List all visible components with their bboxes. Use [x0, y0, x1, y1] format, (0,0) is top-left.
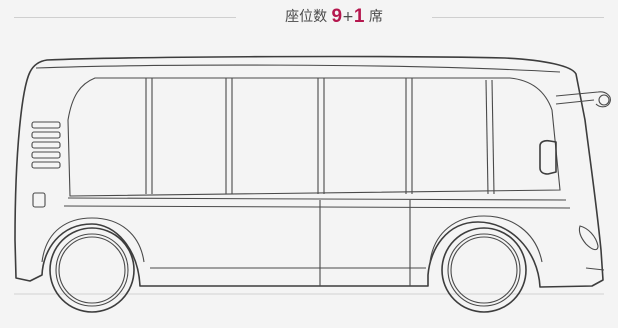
seat-count-title: 座位数 9+1 席	[236, 6, 432, 28]
front-wiper	[555, 99, 595, 105]
front-wheel-arch	[429, 215, 543, 263]
roof-edge	[35, 64, 561, 73]
window-pillar-5	[485, 79, 489, 195]
seat-count-number: 9	[331, 6, 343, 27]
seat-count-suffix: 席	[368, 9, 383, 25]
rear-wheel	[49, 227, 135, 313]
window-pillar-5b	[491, 79, 495, 195]
front-bumper	[585, 267, 605, 271]
vent-grille	[31, 121, 61, 169]
antenna-tip-icon	[598, 94, 610, 106]
header-divider-left	[14, 17, 236, 18]
headlight	[578, 225, 599, 251]
window-band	[67, 77, 561, 197]
rear-lamp	[32, 192, 46, 208]
bus-body-outline	[14, 55, 604, 288]
seat-count-extra: 1	[353, 6, 365, 27]
front-wheel	[441, 227, 527, 313]
side-mirror	[539, 139, 557, 175]
belt-line-lower	[63, 205, 571, 209]
belt-line-upper	[67, 197, 567, 201]
seat-count-prefix: 座位数	[285, 9, 328, 25]
seat-count-plus: +	[342, 9, 354, 25]
front-antenna	[555, 91, 611, 108]
rear-wheel-arch	[41, 217, 145, 263]
header-divider-right	[432, 17, 604, 18]
seat-count-header: 座位数 9+1 席	[0, 0, 618, 36]
